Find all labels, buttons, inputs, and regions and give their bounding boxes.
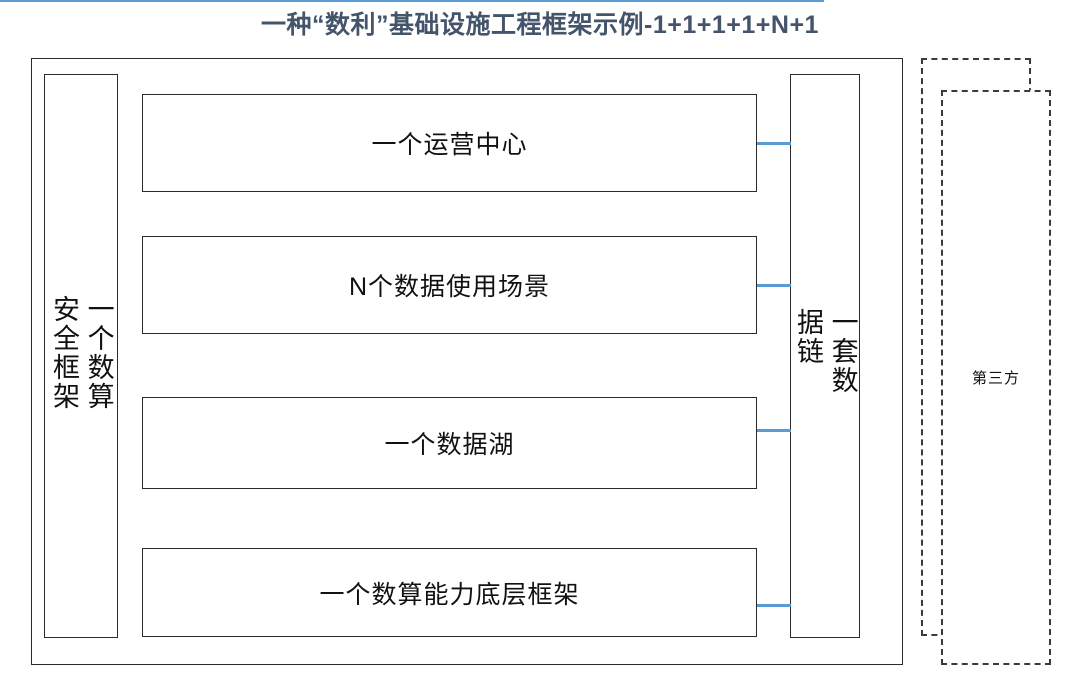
connector-operations-center: [757, 142, 791, 145]
left-pillar-security-framework[interactable]: 一个数算安全框架: [44, 74, 118, 638]
right-pillar-label: 一套数据链: [793, 308, 858, 395]
third-party-label: 第三方: [971, 370, 1020, 387]
outer-frame: [31, 58, 903, 665]
connector-data-lake: [757, 429, 791, 432]
connector-compute-foundation: [757, 604, 791, 607]
connector-main-spine: [0, 0, 824, 2]
third-party-box[interactable]: 第三方: [941, 90, 1051, 665]
layer-label-data-usage-scenarios: N个数据使用场景: [348, 273, 551, 301]
layer-box-compute-foundation[interactable]: 一个数算能力底层框架: [142, 548, 757, 637]
left-pillar-label: 一个数算安全框架: [49, 295, 114, 411]
page-title: 一种“数利”基础设施工程框架示例-1+1+1+1+N+1: [261, 11, 819, 39]
connector-data-usage-scenarios: [757, 284, 791, 287]
layer-label-compute-foundation: 一个数算能力底层框架: [319, 580, 580, 609]
layer-box-data-lake[interactable]: 一个数据湖: [142, 397, 757, 489]
layer-box-data-usage-scenarios[interactable]: N个数据使用场景: [142, 236, 757, 334]
layer-label-operations-center: 一个运营中心: [371, 131, 528, 159]
layer-label-data-lake: 一个数据湖: [384, 431, 515, 459]
right-pillar-data-chain[interactable]: 一套数据链: [790, 74, 860, 638]
layer-box-operations-center[interactable]: 一个运营中心: [142, 94, 757, 192]
